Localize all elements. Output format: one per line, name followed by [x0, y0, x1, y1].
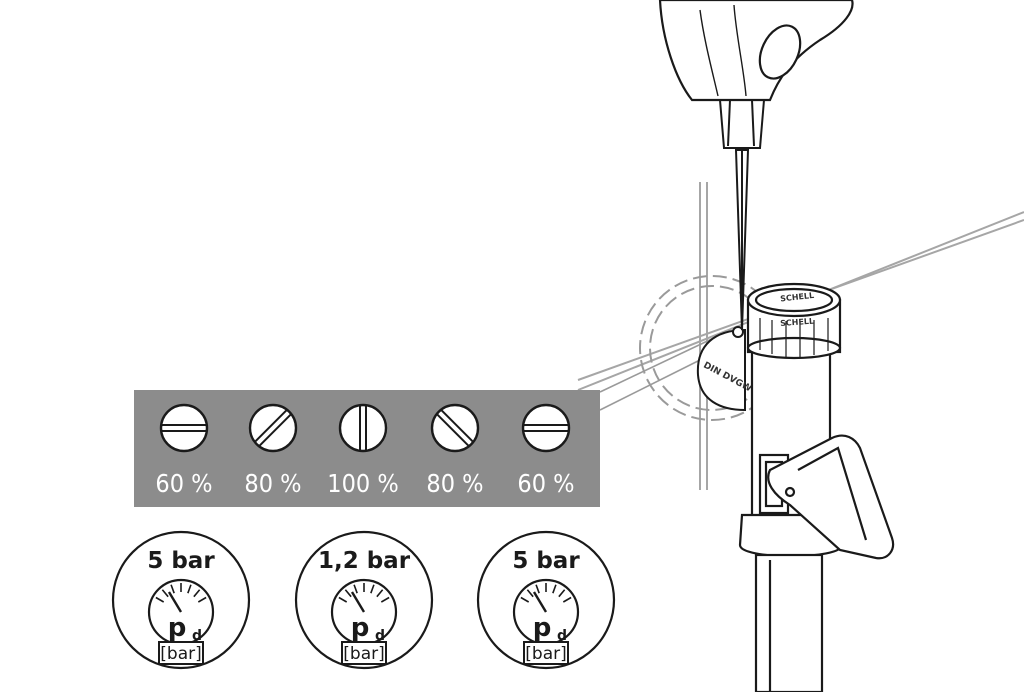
slot-setting-4: 80 % [426, 403, 484, 498]
slot-screw-icon [338, 403, 388, 453]
slot-line [162, 424, 206, 432]
gauge-subscript: d [557, 628, 567, 644]
slot-line [436, 409, 474, 447]
flow-percentage-label: 60 % [155, 469, 212, 498]
slot-line [524, 424, 568, 432]
flow-adjustment-panel: 60 % 80 % 100 % 80 % 60 % [134, 390, 600, 507]
slot-settings: 60 % 80 % 100 % 80 % 60 % [155, 403, 575, 498]
gauge-symbol: p [351, 613, 370, 643]
slot-setting-3: 100 % [327, 403, 399, 498]
gauge-symbol: p [168, 613, 187, 643]
gauge-subscript: d [192, 628, 202, 644]
slot-setting-2: 80 % [244, 403, 302, 498]
slot-setting-5: 60 % [517, 403, 575, 498]
flow-percentage-label: 80 % [244, 469, 301, 498]
pressure-value: 5 bar [147, 548, 215, 574]
hand [658, 0, 854, 102]
flow-percentage-label: 100 % [327, 469, 398, 498]
pressure-value: 1,2 bar [318, 548, 411, 574]
gauge-needle [532, 591, 548, 613]
gauge-needle [167, 591, 183, 613]
flow-percentage-label: 80 % [426, 469, 483, 498]
valve-side-port: DIN DVGW [696, 328, 753, 412]
slot-screw-icon [521, 403, 571, 453]
flow-percentage-label: 60 % [517, 469, 574, 498]
valve-cap: SCHELL SCHELL [746, 282, 842, 360]
slot-setting-1: 60 % [155, 403, 213, 498]
gauge-unit: [bar] [343, 644, 384, 664]
cap-logo-top: SCHELL [780, 291, 815, 304]
gauge-unit: [bar] [525, 644, 566, 664]
gauge-subscript: d [375, 628, 385, 644]
cap-logo-bottom: SCHELL [780, 317, 815, 328]
slot-line [254, 409, 292, 447]
gauge-unit-box [341, 641, 387, 665]
gauge-unit: [bar] [160, 644, 201, 664]
gauge-unit-box [523, 641, 569, 665]
slot-screw-icon [248, 403, 298, 453]
flow-adjustment-screw [732, 326, 744, 338]
slot-screw-icon [430, 403, 480, 453]
gauge-symbol: p [533, 613, 552, 643]
pressure-value: 5 bar [512, 548, 580, 574]
screwdriver [718, 99, 766, 331]
slot-line [359, 406, 367, 450]
flush-lever [767, 434, 895, 560]
gauge-unit-box [158, 641, 204, 665]
slot-screw-icon [159, 403, 209, 453]
gauge-needle [350, 591, 366, 613]
